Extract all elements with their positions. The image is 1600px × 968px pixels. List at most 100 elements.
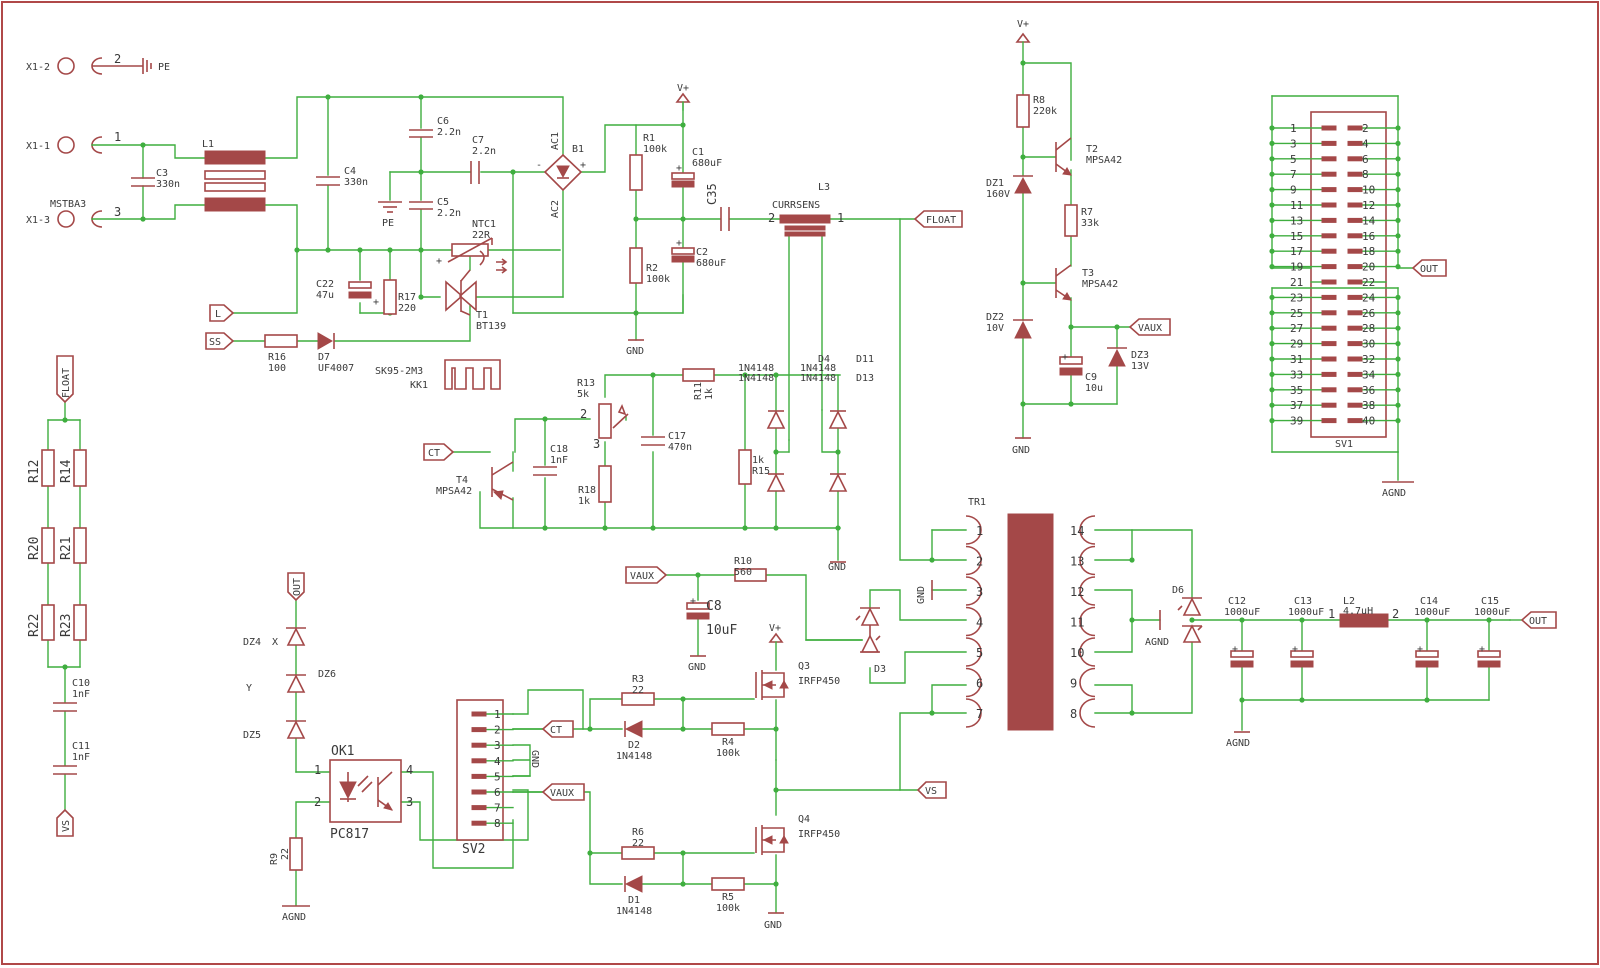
dz1-value: 160V bbox=[986, 189, 1010, 200]
gnd-timing: GND bbox=[828, 562, 846, 573]
sv2-pin-4: 4 bbox=[494, 755, 501, 768]
tr1-label: TR1 bbox=[968, 497, 986, 508]
r15-value: 1k bbox=[752, 455, 764, 466]
net-float-top: FLOAT bbox=[926, 215, 956, 226]
x1-pin-1: 1 bbox=[114, 130, 121, 144]
c2-polarity: + bbox=[676, 238, 682, 249]
tr1-secondary-pin-12: 12 bbox=[1070, 585, 1084, 599]
agnd-secondary: AGND bbox=[1145, 637, 1169, 648]
ac2-label: AC2 bbox=[550, 200, 561, 218]
c22-label: C22 bbox=[316, 279, 334, 290]
sv1-pin-37: 37 bbox=[1290, 399, 1303, 412]
pe-label: PE bbox=[158, 62, 170, 73]
tr1-secondary-pin-10: 10 bbox=[1070, 646, 1084, 660]
sv1-pin-21: 21 bbox=[1290, 276, 1303, 289]
net-ct-sv2: CT bbox=[550, 725, 562, 736]
d6-label: D6 bbox=[1172, 585, 1184, 596]
tr1-primary-pin-4: 4 bbox=[976, 616, 983, 630]
net-flags: FLOAT L SS OUT VAUX FLOAT CT VAUX OUT VS… bbox=[56, 210, 1557, 837]
diode-1n4148-b: 1N4148 bbox=[738, 373, 774, 384]
sv1-pin-35: 35 bbox=[1290, 384, 1303, 397]
t2-label: T2 bbox=[1086, 144, 1098, 155]
r20-label: R20 bbox=[27, 537, 42, 560]
r11-value: 1k bbox=[704, 388, 715, 400]
vplus-q3: V+ bbox=[769, 623, 781, 634]
diode-1n4148-a: 1N4148 bbox=[738, 363, 774, 374]
c2-label: C2 bbox=[696, 247, 708, 258]
sv1-pin-7: 7 bbox=[1290, 168, 1297, 181]
r16-label: R16 bbox=[268, 352, 286, 363]
t1-label: T1 bbox=[476, 310, 488, 321]
sv1-pin-40: 40 bbox=[1362, 415, 1375, 428]
tr1-secondary-pin-11: 11 bbox=[1070, 616, 1084, 630]
net-ct-left: CT bbox=[428, 448, 440, 459]
diode-1n4148-c: 1N4148 bbox=[800, 363, 836, 374]
gnd-bulk: GND bbox=[626, 346, 644, 357]
c1-value: 680uF bbox=[692, 158, 722, 169]
sv1-pin-33: 33 bbox=[1290, 368, 1303, 381]
l2-label: L2 bbox=[1343, 596, 1355, 607]
sv2-pin-2: 2 bbox=[494, 724, 501, 737]
l2-pin1: 1 bbox=[1328, 607, 1335, 621]
c4-label: C4 bbox=[344, 166, 356, 177]
c5-label: C5 bbox=[437, 197, 449, 208]
pe-ground-label: PE bbox=[382, 218, 394, 229]
c17-value: 470n bbox=[668, 442, 692, 453]
c14-label: C14 bbox=[1420, 596, 1438, 607]
d4-label: D4 bbox=[818, 354, 830, 365]
dz3-label: DZ3 bbox=[1131, 350, 1149, 361]
c11-value: 1nF bbox=[72, 752, 90, 763]
c4-value: 330n bbox=[344, 177, 368, 188]
c3-label: C3 bbox=[156, 168, 168, 179]
c8-polarity: + bbox=[690, 596, 696, 607]
r4-label: R4 bbox=[722, 737, 734, 748]
r12-label: R12 bbox=[27, 460, 42, 483]
sv1-name: SV1 bbox=[1335, 439, 1353, 450]
sv2-pin-5: 5 bbox=[494, 770, 501, 783]
timing-network: R13 5k 2 3 R11 1k C18 1nF C17 470n R18 1… bbox=[436, 354, 874, 573]
tr1-secondary-pin-13: 13 bbox=[1070, 555, 1084, 569]
t3-label: T3 bbox=[1082, 268, 1094, 279]
c14-polarity: + bbox=[1417, 644, 1423, 655]
vplus-bulk: V+ bbox=[677, 83, 689, 94]
c3-value: 330n bbox=[156, 179, 180, 190]
sv1-pin-11: 11 bbox=[1290, 199, 1303, 212]
c18-label: C18 bbox=[550, 444, 568, 455]
d2-value: 1N4148 bbox=[616, 751, 652, 762]
sv1-pin-4: 4 bbox=[1362, 137, 1369, 150]
c2-value: 680uF bbox=[696, 258, 726, 269]
c9-polarity: + bbox=[1062, 352, 1068, 363]
r7-label: R7 bbox=[1081, 207, 1093, 218]
r5-label: R5 bbox=[722, 892, 734, 903]
r1-label: R1 bbox=[643, 133, 655, 144]
dz6-label: DZ6 bbox=[318, 669, 336, 680]
l1-label: L1 bbox=[202, 139, 214, 150]
dz3-value: 13V bbox=[1131, 361, 1149, 372]
tr1-secondary-pin-14: 14 bbox=[1070, 524, 1084, 538]
c35-label: C35 bbox=[705, 183, 719, 205]
input-filter: L1 C3 330n C4 330n C6 2.2n C5 2.2n PE C7… bbox=[131, 94, 684, 391]
d3-label: D3 bbox=[874, 664, 886, 675]
tr1-primary-pin-2: 2 bbox=[976, 555, 983, 569]
c5-value: 2.2n bbox=[437, 208, 461, 219]
ntc1-label: NTC1 bbox=[472, 219, 496, 230]
c9-label: C9 bbox=[1085, 372, 1097, 383]
net-out-right: OUT bbox=[1529, 616, 1547, 627]
tr1-secondary-pin-8: 8 bbox=[1070, 707, 1077, 721]
q4-value: IRFP450 bbox=[798, 829, 840, 840]
opto-feedback: DZ4 X DZ6 Y DZ5 OK1 PC817 1 2 3 4 R9 22 … bbox=[243, 599, 529, 923]
r8-label: R8 bbox=[1033, 95, 1045, 106]
connector-x1: X1-2 X1-1 X1-3 MSTBA3 2 1 3 PE bbox=[26, 52, 170, 228]
c13-value: 1000uF bbox=[1288, 607, 1324, 618]
net-vaux-sv2: VAUX bbox=[550, 788, 574, 799]
gnd-c8: GND bbox=[688, 662, 706, 673]
kk1-label: KK1 bbox=[410, 380, 428, 391]
x1-pin-3: 3 bbox=[114, 205, 121, 219]
r7-value: 33k bbox=[1081, 218, 1099, 229]
c15-label: C15 bbox=[1481, 596, 1499, 607]
ntc1-value: 22R bbox=[472, 230, 491, 241]
